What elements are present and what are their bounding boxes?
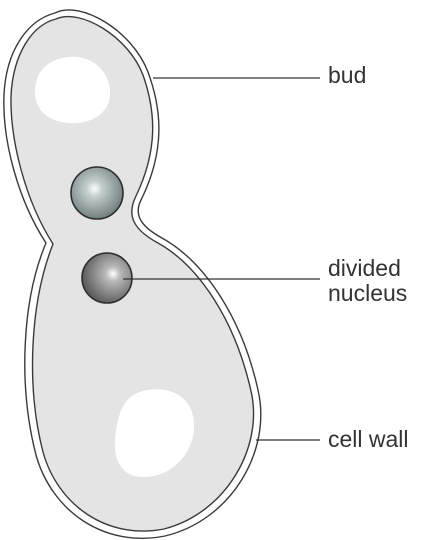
bud-label: bud bbox=[328, 63, 366, 88]
divided-nucleus-label-line2: nucleus bbox=[328, 281, 407, 306]
nucleus-upper bbox=[71, 167, 123, 219]
divided-nucleus-label: divided nucleus bbox=[328, 256, 407, 306]
bud-vacuole bbox=[35, 57, 110, 123]
nucleus-lower bbox=[82, 253, 132, 303]
divided-nucleus-label-line1: divided bbox=[328, 256, 407, 281]
cell-wall-label: cell wall bbox=[328, 427, 409, 452]
